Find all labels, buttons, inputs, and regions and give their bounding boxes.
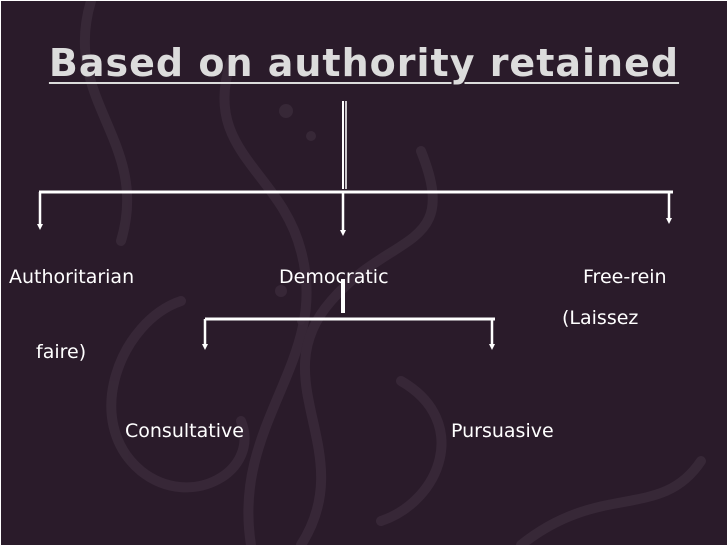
node-consultative: Consultative (125, 420, 244, 442)
node-laissez: (Laissez (562, 307, 639, 329)
node-authoritarian: Authoritarian (9, 266, 135, 288)
node-free-rein: Free-rein (583, 266, 667, 288)
node-faire: faire) (36, 341, 87, 363)
node-democratic: Democratic (279, 266, 389, 288)
slide-title: Based on authority retained (48, 41, 680, 85)
node-persuasive: Pursuasive (451, 420, 554, 442)
